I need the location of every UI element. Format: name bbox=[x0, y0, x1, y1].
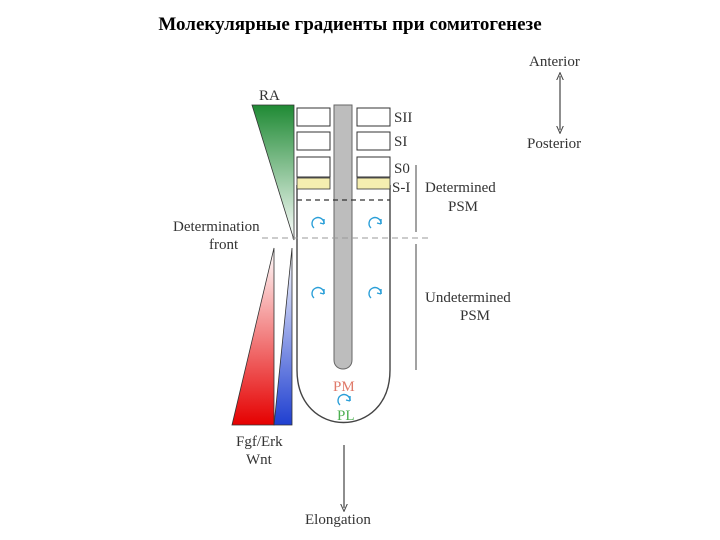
axial-rod bbox=[333, 104, 353, 370]
fgf-gradient bbox=[231, 247, 275, 426]
somite-si-label: SI bbox=[394, 134, 407, 150]
undetermined-psm-label: Undetermined bbox=[425, 290, 511, 306]
fgf-erk-label: Fgf/Erk bbox=[236, 434, 283, 450]
determination-front-label-2: front bbox=[209, 237, 239, 253]
somite-si-left bbox=[296, 131, 331, 151]
somite-s0-right bbox=[356, 156, 391, 178]
pl-label: PL bbox=[337, 408, 355, 424]
somite-sii-left bbox=[296, 107, 331, 127]
rotation-arrow-icon bbox=[311, 286, 325, 299]
undetermined-psm-label-2: PSM bbox=[460, 308, 490, 324]
page-title: Молекулярные градиенты при сомитогенезе bbox=[158, 14, 542, 35]
somite-sii-label: SII bbox=[394, 110, 412, 126]
pm-label: PM bbox=[333, 379, 355, 395]
psm-tissue-outline bbox=[296, 185, 391, 424]
wnt-label: Wnt bbox=[246, 452, 273, 468]
somite-si-right bbox=[356, 131, 391, 151]
somite-sii-right bbox=[356, 107, 391, 127]
somite-band-left bbox=[296, 177, 331, 190]
ra-label: RA bbox=[259, 88, 280, 104]
somite-s0-label: S0 bbox=[394, 161, 410, 177]
posterior-label: Posterior bbox=[527, 136, 581, 152]
rotation-arrow-icon bbox=[368, 286, 382, 299]
wnt-gradient bbox=[273, 247, 293, 426]
rotation-arrow-icon bbox=[368, 216, 382, 229]
somite-s-minus-1-label: S-I bbox=[392, 180, 410, 196]
rotation-arrow-icon bbox=[311, 216, 325, 229]
rotation-arrow-icon bbox=[337, 393, 351, 406]
determination-front-label: Determination bbox=[173, 219, 260, 235]
anterior-label: Anterior bbox=[529, 54, 580, 70]
elongation-label: Elongation bbox=[305, 512, 371, 528]
somite-s0-left bbox=[296, 156, 331, 178]
determined-psm-label-2: PSM bbox=[448, 199, 478, 215]
determined-psm-label: Determined bbox=[425, 180, 496, 196]
ra-gradient bbox=[251, 104, 295, 241]
somite-band-right bbox=[356, 177, 391, 190]
